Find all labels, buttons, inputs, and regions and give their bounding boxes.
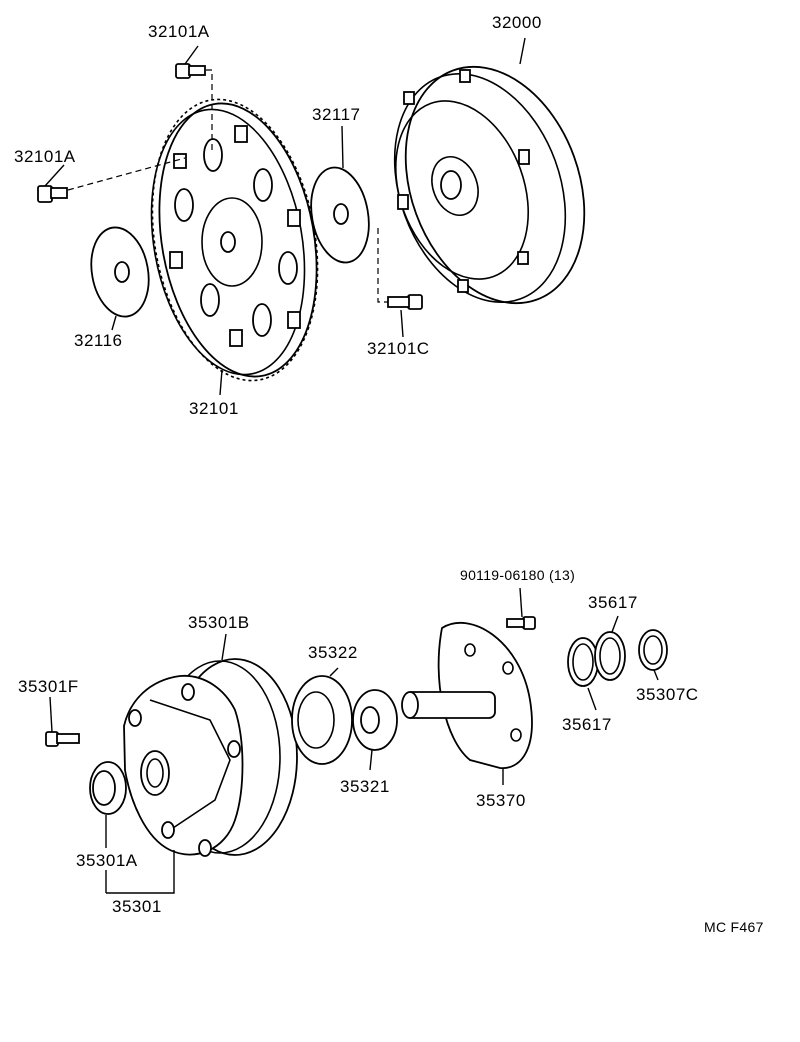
seal-ring-35307c [638, 629, 668, 671]
bolt-32101a-top [175, 63, 206, 79]
label-35322: 35322 [308, 643, 358, 662]
label-90119-06180: 90119-06180 (13) [460, 567, 575, 583]
drive-gear [352, 689, 398, 751]
bolt-35301f [45, 731, 80, 747]
plate-32116 [90, 226, 150, 318]
oil-pump-body [123, 658, 298, 857]
drive-plate [150, 98, 319, 382]
bolt-32101c [387, 294, 423, 310]
label-35307c: 35307C [636, 685, 699, 704]
label-35617-top: 35617 [588, 593, 638, 612]
driven-gear [291, 675, 353, 765]
oil-seal [89, 761, 127, 815]
label-32101: 32101 [189, 399, 239, 418]
label-32000: 32000 [492, 13, 542, 32]
label-35617-bot: 35617 [562, 715, 612, 734]
figure-code: MC F467 [704, 919, 764, 935]
label-32117: 32117 [312, 105, 361, 124]
label-32101a-top: 32101A [148, 22, 210, 41]
plate-32117 [310, 166, 370, 264]
label-35321: 35321 [340, 777, 390, 796]
label-32116: 32116 [74, 331, 123, 350]
stator-shaft [401, 622, 533, 769]
label-32101c: 32101C [367, 339, 430, 358]
label-35370: 35370 [476, 791, 526, 810]
torque-converter [393, 65, 586, 305]
seal-ring-35617-a [567, 637, 599, 687]
bolt-90119-06180 [506, 616, 536, 630]
label-35301: 35301 [112, 897, 162, 916]
bolt-32101a-left [37, 185, 68, 203]
label-35301f: 35301F [18, 677, 79, 696]
label-35301a: 35301A [76, 851, 138, 870]
label-32101a-left: 32101A [14, 147, 76, 166]
seal-ring-35617-b [594, 631, 626, 681]
label-35301b: 35301B [188, 613, 250, 632]
